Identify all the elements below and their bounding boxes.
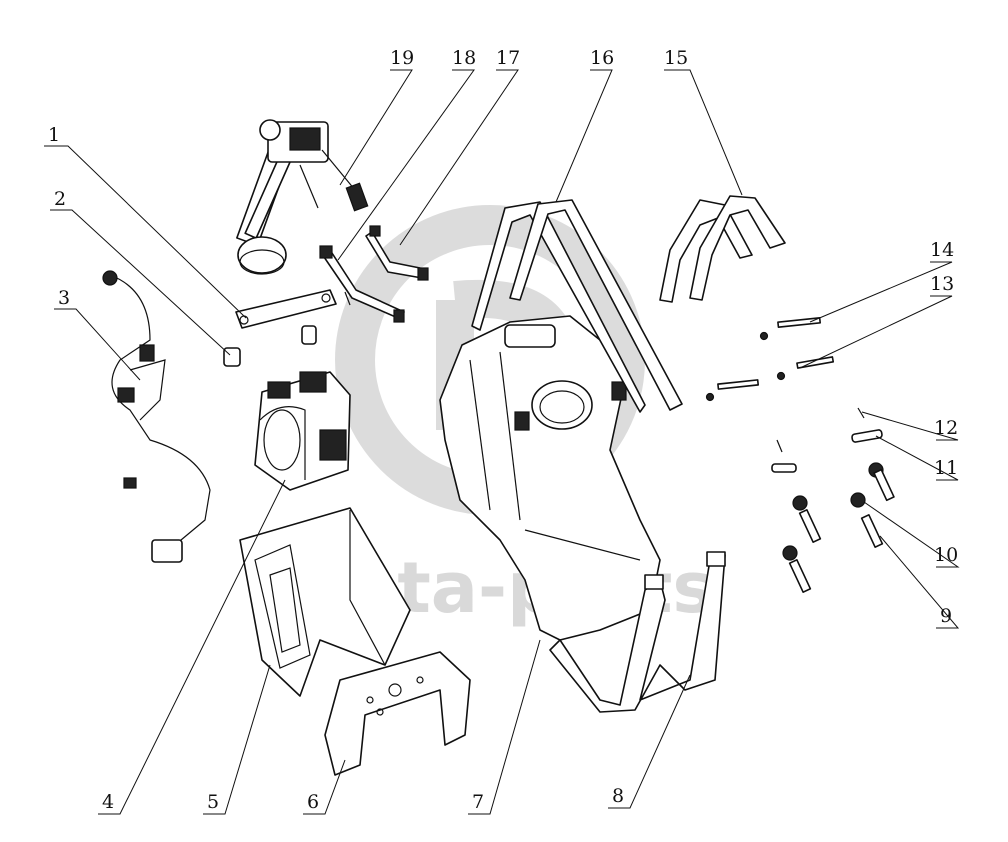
callout-9: 9 [940, 605, 952, 627]
callouts: 1 2 3 4 5 6 7 8 9 10 11 12 13 14 15 16 1… [48, 47, 958, 813]
callout-7: 7 [472, 791, 484, 813]
callout-19: 19 [390, 47, 414, 69]
part-mounting-plate [324, 651, 471, 776]
callout-15: 15 [664, 47, 688, 69]
part-frame [549, 551, 726, 713]
callout-10: 10 [934, 544, 958, 566]
callout-17: 17 [496, 47, 520, 69]
part-wiring-harness [102, 270, 211, 563]
callout-4: 4 [102, 791, 114, 813]
callout-14: 14 [930, 239, 954, 261]
part-hardware [705, 317, 895, 593]
callout-11: 11 [934, 457, 958, 479]
callout-18: 18 [452, 47, 476, 69]
part-tube-18 [319, 245, 405, 323]
callout-1: 1 [48, 124, 60, 146]
callout-16: 16 [590, 47, 614, 69]
callout-12: 12 [934, 417, 958, 439]
leader-lines [44, 69, 960, 815]
callout-5: 5 [207, 791, 219, 813]
part-fuel-tank [439, 315, 661, 641]
part-straps [471, 199, 683, 413]
part-tube-17 [365, 225, 429, 281]
part-bracket-5 [239, 507, 411, 697]
callout-8: 8 [612, 785, 624, 807]
part-fitting [223, 325, 317, 367]
callout-6: 6 [307, 791, 319, 813]
part-pump-module [254, 371, 351, 491]
callout-2: 2 [54, 188, 66, 210]
callout-3: 3 [58, 287, 70, 309]
part-clamps [659, 195, 786, 303]
part-fuel-sender [236, 119, 369, 275]
part-gasket-plate [235, 289, 337, 329]
callout-13: 13 [930, 273, 954, 295]
